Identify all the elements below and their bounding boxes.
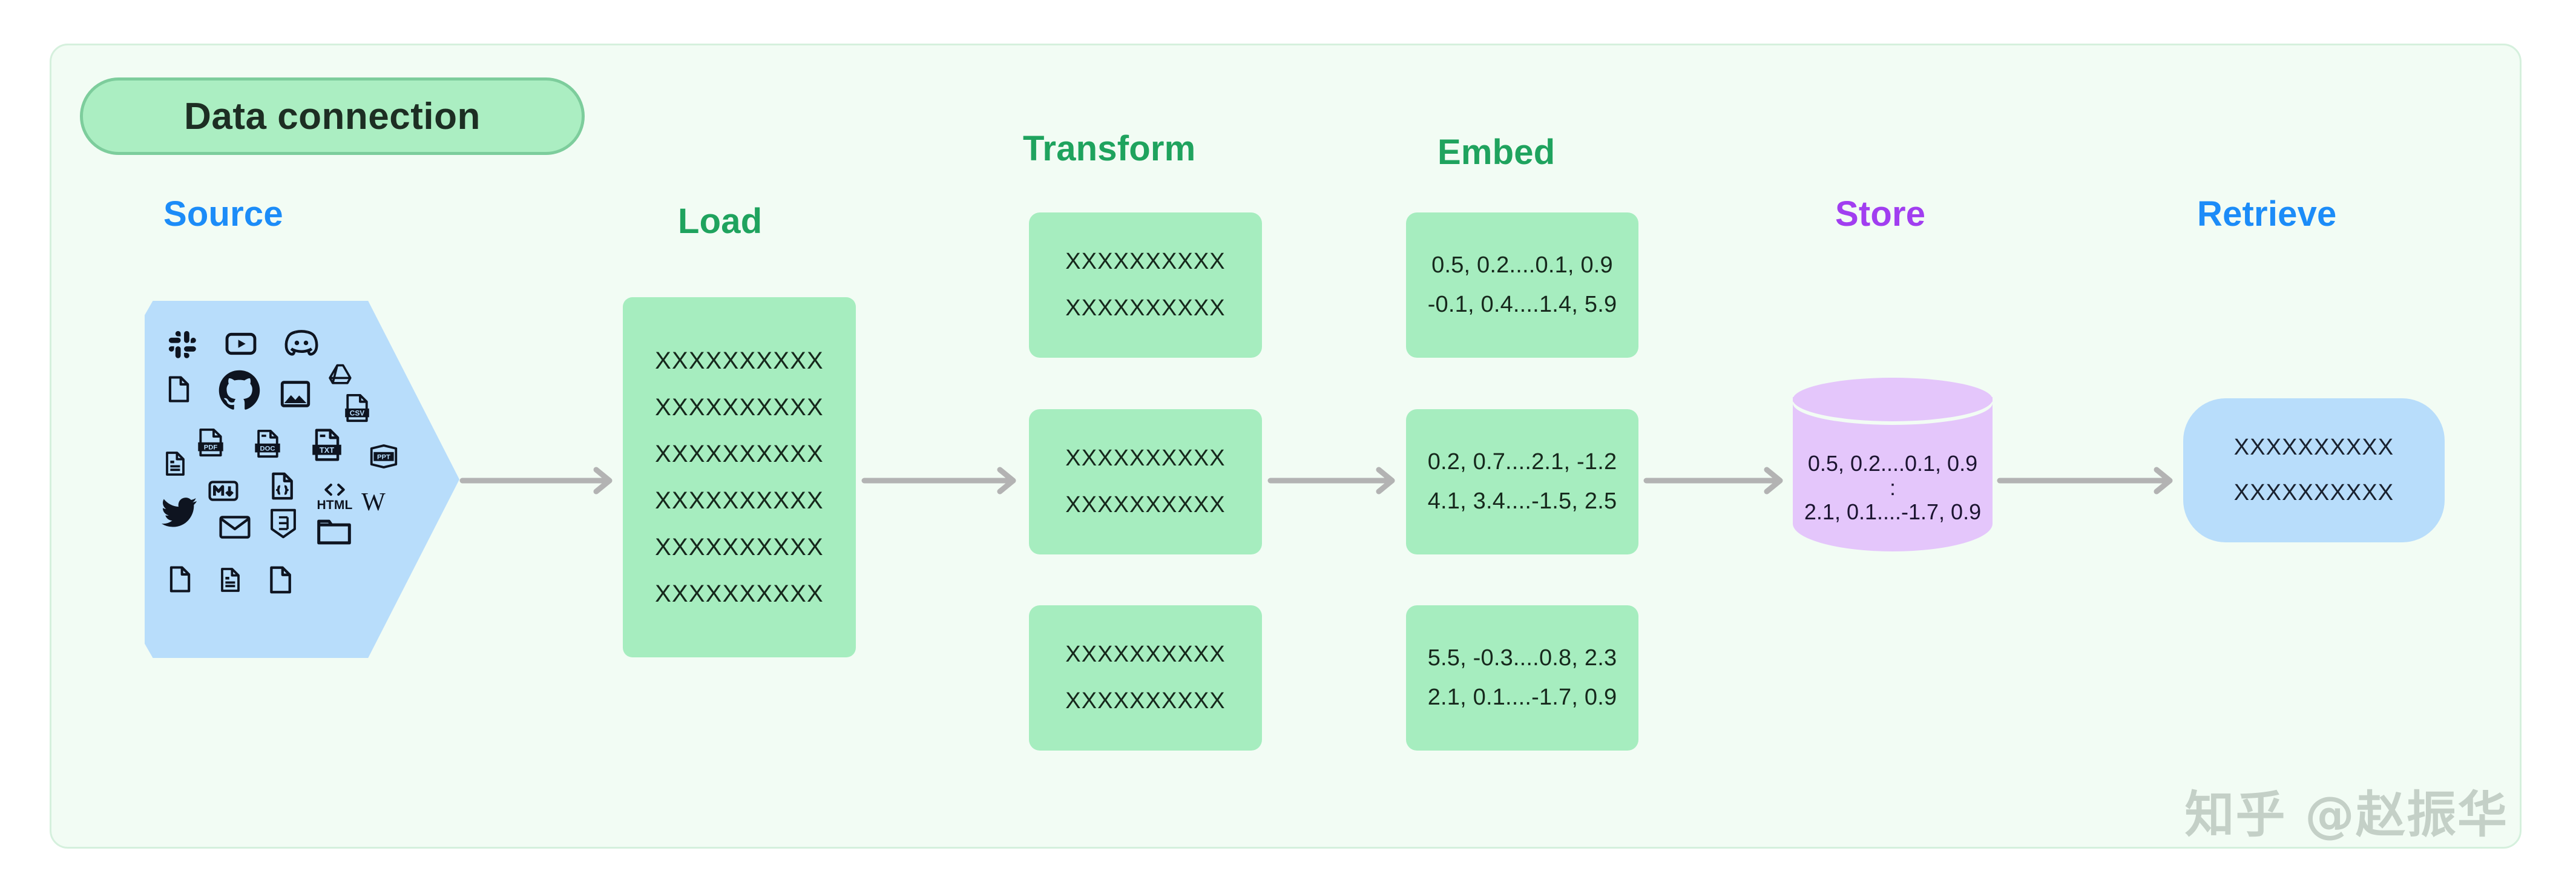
embed-vector-line: 4.1, 3.4....-1.5, 2.5 <box>1427 488 1617 514</box>
transform-line: XXXXXXXXXX <box>1065 446 1226 471</box>
store-line-bottom: 2.1, 0.1....-1.7, 0.9 <box>1804 499 1982 525</box>
transform-line: XXXXXXXXXX <box>1065 249 1226 274</box>
doc-file-icon: DOC <box>250 426 285 461</box>
arrow-store-to-retrieve <box>1997 462 2179 499</box>
embed-card: 5.5, -0.3....0.8, 2.3 2.1, 0.1....-1.7, … <box>1406 605 1638 751</box>
pdf-file-icon: PDF <box>193 425 228 460</box>
source-icon-grid: CSV PDF <box>145 301 459 658</box>
stage-heading-store: Store <box>1835 194 1926 234</box>
transform-line: XXXXXXXXXX <box>1065 492 1226 518</box>
markdown-icon <box>205 473 242 508</box>
embed-card: 0.5, 0.2....0.1, 0.9 -0.1, 0.4....1.4, 5… <box>1406 212 1638 358</box>
txt-file-icon: TXT <box>307 425 347 465</box>
store-line-dots: : <box>1889 475 1896 500</box>
file-blank-icon-2 <box>163 562 197 596</box>
diagram-frame <box>50 44 2522 849</box>
store-line-top: 0.5, 0.2....0.1, 0.9 <box>1807 451 1978 476</box>
load-line: XXXXXXXXXX <box>655 440 824 467</box>
twitter-icon <box>159 495 199 532</box>
discord-icon <box>282 324 321 363</box>
embed-vector-line: 5.5, -0.3....0.8, 2.3 <box>1427 645 1617 671</box>
arrow-source-to-load <box>459 462 619 499</box>
youtube-icon <box>222 325 260 363</box>
stage-heading-load: Load <box>678 202 763 241</box>
stage-heading-source: Source <box>163 194 283 234</box>
stage-heading-embed: Embed <box>1438 133 1556 172</box>
email-icon <box>217 511 252 543</box>
stage-heading-transform: Transform <box>1023 129 1196 168</box>
retrieve-line: XXXXXXXXXX <box>2233 480 2394 505</box>
document-lines-icon <box>159 448 191 479</box>
transform-line: XXXXXXXXXX <box>1065 642 1226 667</box>
load-line: XXXXXXXXXX <box>655 580 824 607</box>
cylinder-top <box>1793 378 1993 421</box>
svg-text:DOC: DOC <box>260 445 275 452</box>
page-title: Data connection <box>184 95 481 137</box>
arrow-transform-to-embed <box>1267 462 1401 499</box>
load-line: XXXXXXXXXX <box>655 533 824 561</box>
wikipedia-icon: W <box>361 488 386 516</box>
document-lines-icon-2 <box>214 564 246 596</box>
watermark: 知乎 @赵振华 <box>2184 786 2508 844</box>
embed-vector-line: 0.2, 0.7....2.1, -1.2 <box>1427 449 1617 475</box>
transform-card: XXXXXXXXXX XXXXXXXXXX <box>1029 409 1262 554</box>
retrieve-line: XXXXXXXXXX <box>2233 435 2394 460</box>
load-line: XXXXXXXXXX <box>655 393 824 421</box>
file-blank-icon-3 <box>263 562 298 597</box>
source-pentagon: CSV PDF <box>145 301 459 658</box>
svg-text:TXT: TXT <box>320 446 334 455</box>
embed-vector-line: 0.5, 0.2....0.1, 0.9 <box>1431 252 1613 278</box>
load-line: XXXXXXXXXX <box>655 347 824 374</box>
transform-line: XXXXXXXXXX <box>1065 688 1226 714</box>
stage-heading-retrieve: Retrieve <box>2197 194 2337 234</box>
csv-file-icon: CSV <box>340 390 375 426</box>
image-icon <box>277 375 314 413</box>
embed-card: 0.2, 0.7....2.1, -1.2 4.1, 3.4....-1.5, … <box>1406 409 1638 554</box>
svg-text:CSV: CSV <box>350 409 365 418</box>
cylinder-text: 0.5, 0.2....0.1, 0.9 : 2.1, 0.1....-1.7,… <box>1793 449 1993 527</box>
svg-text:PDF: PDF <box>204 444 218 451</box>
retrieve-card: XXXXXXXXXX XXXXXXXXXX <box>2183 398 2445 542</box>
arrow-load-to-transform <box>861 462 1022 499</box>
google-drive-icon <box>324 360 356 392</box>
arrow-embed-to-store <box>1643 462 1789 499</box>
json-file-icon <box>264 469 300 504</box>
github-icon <box>215 366 263 415</box>
file-blank-icon <box>162 372 196 406</box>
transform-line: XXXXXXXXXX <box>1065 295 1226 321</box>
load-card: XXXXXXXXXX XXXXXXXXXX XXXXXXXXXX XXXXXXX… <box>623 297 856 657</box>
ppt-file-icon: PPT <box>366 439 401 474</box>
svg-text:PPT: PPT <box>377 454 390 461</box>
transform-card: XXXXXXXXXX XXXXXXXXXX <box>1029 212 1262 358</box>
html-code-icon: HTML <box>315 478 354 515</box>
embed-vector-line: 2.1, 0.1....-1.7, 0.9 <box>1427 685 1617 710</box>
cylinder-body <box>1793 397 1993 551</box>
slack-icon <box>166 329 199 361</box>
folder-icon <box>315 516 353 548</box>
embed-vector-line: -0.1, 0.4....1.4, 5.9 <box>1427 292 1617 317</box>
vector-database-cylinder: 0.5, 0.2....0.1, 0.9 : 2.1, 0.1....-1.7,… <box>1793 378 1993 568</box>
data-connection-title-pill: Data connection <box>80 77 585 155</box>
css3-icon <box>268 507 299 541</box>
transform-card: XXXXXXXXXX XXXXXXXXXX <box>1029 605 1262 751</box>
load-line: XXXXXXXXXX <box>655 487 824 514</box>
